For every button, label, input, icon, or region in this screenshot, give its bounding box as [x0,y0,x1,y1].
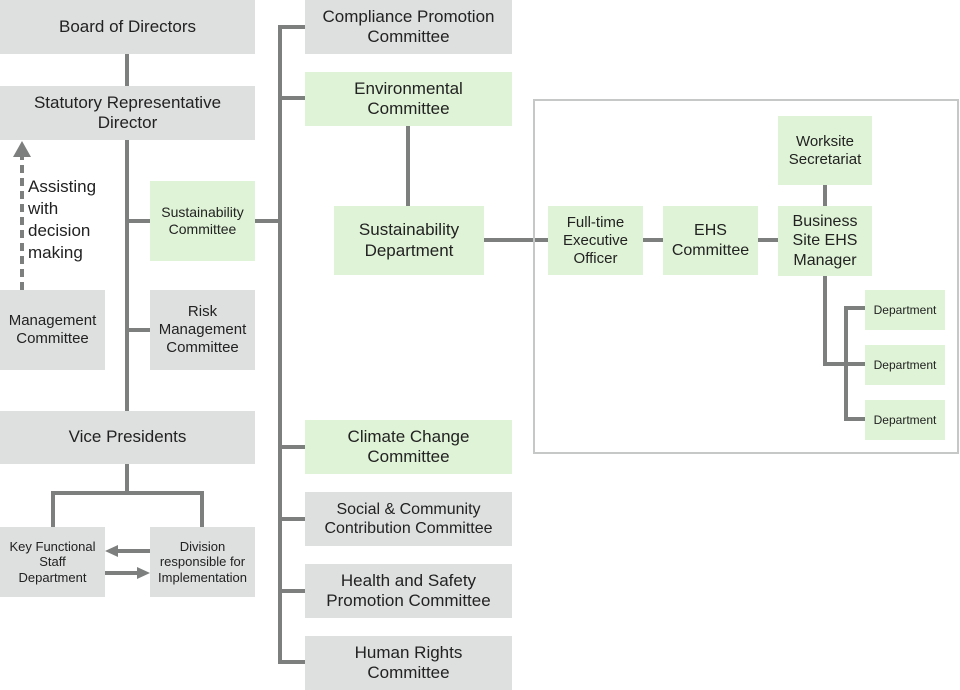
statutory-representative-director-box: Statutory Representative Director [0,86,255,140]
department-box-1: Department [865,290,945,330]
ehs-committee-box: EHS Committee [663,206,758,275]
division-for-implementation-box: Division responsible for Implementation [150,527,255,597]
management-committee-box: Management Committee [0,290,105,370]
department-box-3: Department [865,400,945,440]
environmental-committee-box: Environmental Committee [305,72,512,126]
department-box-2: Department [865,345,945,385]
health-safety-promotion-committee-box: Health and Safety Promotion Committee [305,564,512,618]
compliance-promotion-committee-box: Compliance Promotion Committee [305,0,512,54]
sustainability-department-box: Sustainability Department [334,206,484,275]
vice-presidents-box: Vice Presidents [0,411,255,464]
business-site-ehs-manager-box: Business Site EHS Manager [778,206,872,276]
full-time-executive-officer-box: Full-time Executive Officer [548,206,643,275]
assisting-with-decision-making-label: Assisting with decision making [28,177,97,262]
climate-change-committee-box: Climate Change Committee [305,420,512,474]
sustainability-committee-box: Sustainability Committee [150,181,255,261]
worksite-secretariat-box: Worksite Secretariat [778,116,872,185]
risk-management-committee-box: Risk Management Committee [150,290,255,370]
human-rights-committee-box: Human Rights Committee [305,636,512,690]
social-community-contribution-committee-box: Social & Community Contribution Committe… [305,492,512,546]
board-of-directors-box: Board of Directors [0,0,255,54]
key-functional-staff-department-box: Key Functional Staff Department [0,527,105,597]
business-site-frame [533,99,959,454]
